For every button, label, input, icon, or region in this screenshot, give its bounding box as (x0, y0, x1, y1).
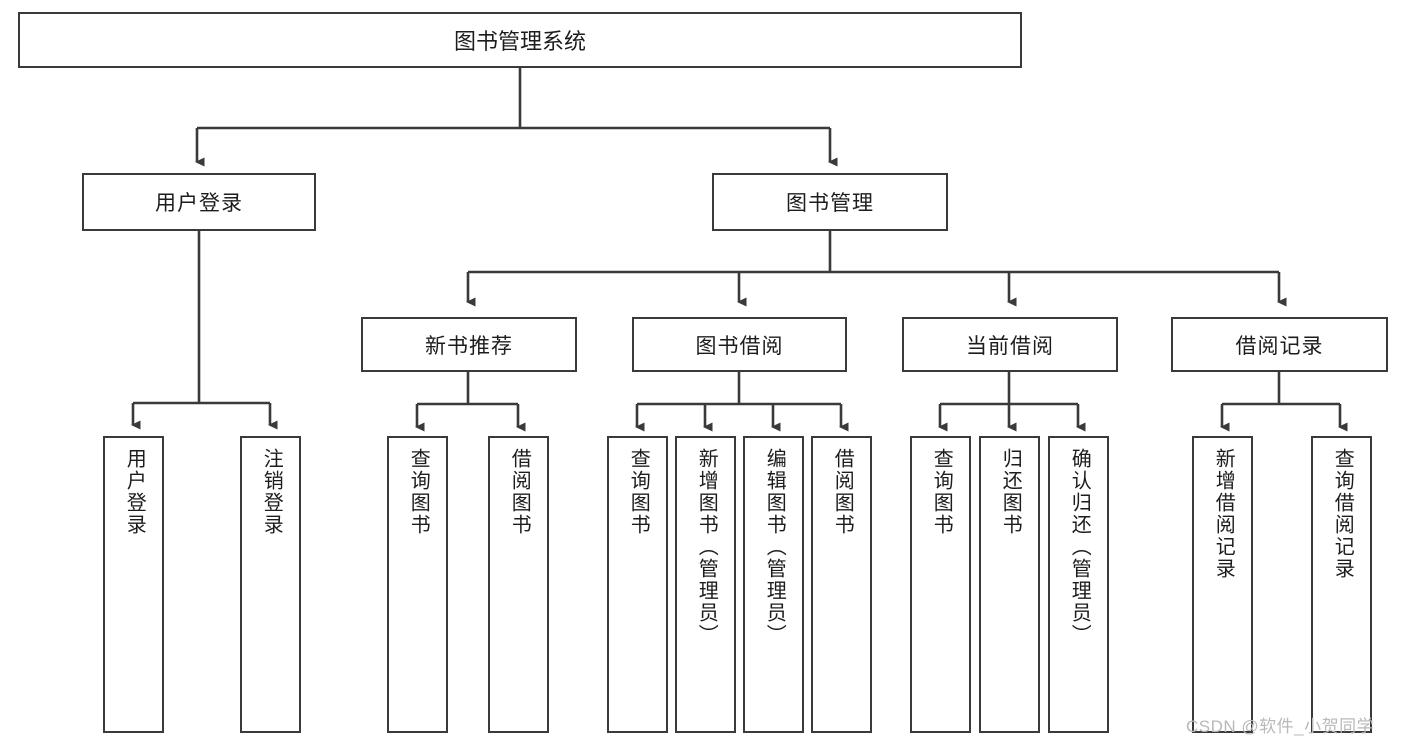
node-root-label: 图书管理系统 (453, 29, 586, 54)
node-borrow-record[interactable]: 借阅记录 (1171, 317, 1388, 372)
node-label: 新书推荐 (425, 334, 513, 358)
node-book-borrow[interactable]: 图书借阅 (632, 317, 847, 372)
leaf-add-book-admin[interactable]: 新增图书（管理员） (675, 436, 736, 733)
leaf-return-book[interactable]: 归还图书 (979, 436, 1040, 733)
node-label: 图书借阅 (695, 334, 784, 358)
leaf-label: 新增图书（管理员） (695, 448, 718, 646)
node-book-management[interactable]: 图书管理 (712, 173, 948, 231)
leaf-label: 用户登录 (123, 448, 146, 536)
leaf-label: 新增借阅记录 (1212, 448, 1235, 580)
leaf-label: 借阅图书 (831, 448, 854, 536)
node-label: 借阅记录 (1235, 334, 1324, 358)
node-label: 图书管理 (786, 192, 874, 215)
leaf-label: 查询图书 (407, 448, 430, 536)
leaf-add-borrow-record[interactable]: 新增借阅记录 (1192, 436, 1253, 733)
node-current-borrow[interactable]: 当前借阅 (902, 317, 1118, 372)
leaf-user-login[interactable]: 用户登录 (103, 436, 164, 733)
node-root[interactable]: 图书管理系统 (18, 12, 1022, 68)
leaf-borrow-book[interactable]: 借阅图书 (811, 436, 872, 733)
leaf-logout-login[interactable]: 注销登录 (240, 436, 301, 733)
leaf-label: 归还图书 (999, 448, 1022, 536)
leaf-label: 注销登录 (260, 448, 283, 536)
leaf-query-book-recommend[interactable]: 查询图书 (387, 436, 448, 733)
leaf-label: 查询图书 (930, 448, 953, 536)
leaf-query-book-borrow[interactable]: 查询图书 (607, 436, 668, 733)
node-user-login[interactable]: 用户登录 (82, 173, 316, 231)
node-new-book-recommend[interactable]: 新书推荐 (361, 317, 577, 372)
leaf-label: 查询借阅记录 (1331, 448, 1354, 580)
leaf-confirm-return-admin[interactable]: 确认归还（管理员） (1048, 436, 1109, 733)
leaf-borrow-book-recommend[interactable]: 借阅图书 (488, 436, 549, 733)
leaf-label: 确认归还（管理员） (1068, 448, 1091, 646)
watermark: CSDN @软件_小贺同学 (1186, 717, 1375, 736)
leaf-query-book-current[interactable]: 查询图书 (910, 436, 971, 733)
leaf-label: 借阅图书 (508, 448, 531, 536)
leaf-label: 编辑图书（管理员） (763, 448, 786, 646)
node-label: 用户登录 (155, 192, 243, 215)
node-label: 当前借阅 (966, 334, 1054, 358)
leaf-query-borrow-record[interactable]: 查询借阅记录 (1311, 436, 1372, 733)
leaf-edit-book-admin[interactable]: 编辑图书（管理员） (743, 436, 804, 733)
leaf-label: 查询图书 (627, 448, 650, 536)
